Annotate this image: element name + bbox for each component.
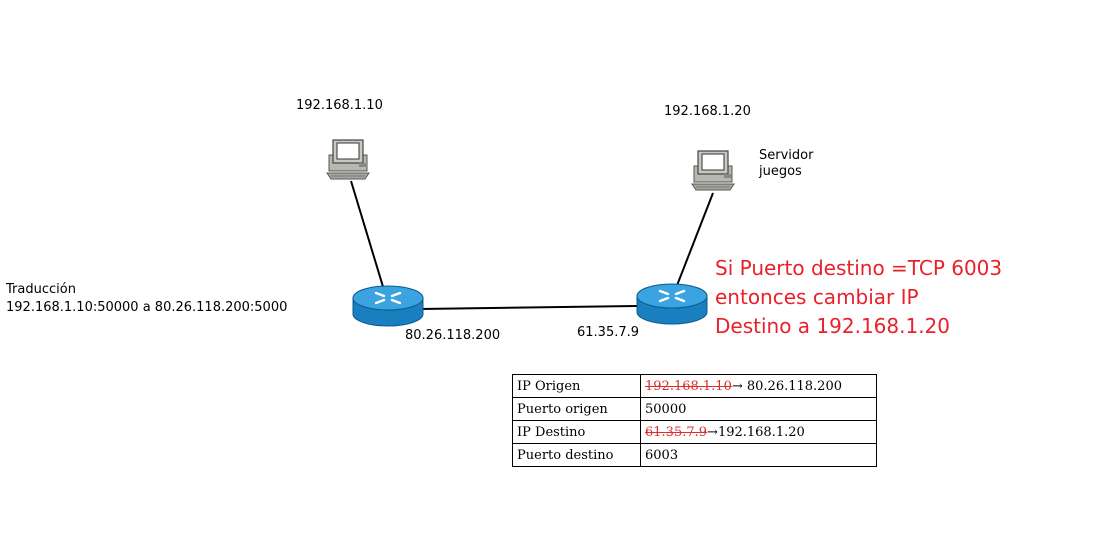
arrow-icon: → bbox=[707, 424, 718, 440]
field-value: 61.35.7.9→192.168.1.20 bbox=[640, 420, 877, 444]
table-row: IP Origen 192.168.1.10→ 80.26.118.200 bbox=[512, 374, 877, 398]
port-forward-note-line3: Destino a 192.168.1.20 bbox=[715, 314, 950, 338]
field-value: 6003 bbox=[640, 443, 877, 467]
host-left-ip-label: 192.168.1.10 bbox=[296, 98, 383, 113]
old-value: 61.35.7.9 bbox=[645, 424, 708, 440]
field-value: 192.168.1.10→ 80.26.118.200 bbox=[640, 374, 877, 398]
router-right-ip-label: 61.35.7.9 bbox=[577, 325, 640, 340]
field-name: Puerto origen bbox=[512, 397, 641, 421]
table-row: Puerto origen 50000 bbox=[512, 397, 877, 421]
new-value: 192.168.1.20 bbox=[717, 424, 805, 440]
link-router-router bbox=[419, 305, 638, 310]
table-row: Puerto destino 6003 bbox=[512, 443, 877, 467]
field-name: Puerto destino bbox=[512, 443, 641, 467]
link-right-router-host bbox=[675, 192, 714, 289]
table-row: IP Destino 61.35.7.9→192.168.1.20 bbox=[512, 420, 877, 444]
router-icon bbox=[636, 283, 708, 325]
field-value: 50000 bbox=[640, 397, 877, 421]
old-value: 192.168.1.10 bbox=[645, 378, 732, 394]
router-left-ip-label: 80.26.118.200 bbox=[405, 328, 501, 343]
router-icon bbox=[352, 285, 424, 327]
translation-rule: 192.168.1.10:50000 a 80.26.118.200:5000 bbox=[6, 300, 288, 315]
arrow-icon: → bbox=[731, 378, 743, 394]
port-forward-note-line2: entonces cambiar IP bbox=[715, 285, 919, 309]
packet-header-table: IP Origen 192.168.1.10→ 80.26.118.200 Pu… bbox=[512, 374, 877, 467]
link-left-host-router bbox=[350, 180, 385, 291]
desktop-computer-icon bbox=[691, 150, 735, 191]
server-name-line1: Servidor bbox=[759, 148, 814, 163]
server-name-line2: juegos bbox=[759, 164, 802, 179]
port-forward-note-line1: Si Puerto destino =TCP 6003 bbox=[715, 256, 1003, 280]
translation-title: Traducción bbox=[6, 282, 76, 297]
field-name: IP Destino bbox=[512, 420, 641, 444]
desktop-computer-icon bbox=[326, 139, 370, 180]
new-value: 80.26.118.200 bbox=[742, 378, 842, 394]
field-name: IP Origen bbox=[512, 374, 641, 398]
host-right-ip-label: 192.168.1.20 bbox=[664, 104, 751, 119]
